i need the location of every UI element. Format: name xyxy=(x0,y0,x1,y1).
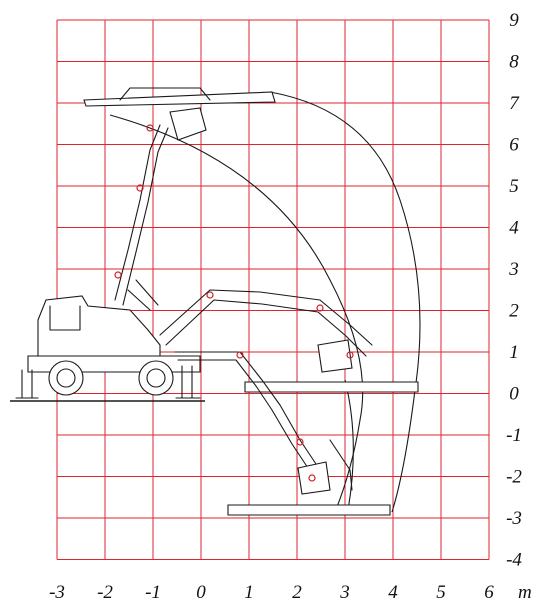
upper-boom-arm-a xyxy=(114,124,161,301)
upper-platform-rail xyxy=(119,87,211,101)
y-tick-label: 1 xyxy=(509,342,519,363)
x-tick-label: 4 xyxy=(388,582,398,603)
outrigger-left xyxy=(15,369,39,399)
x-tick-label: -1 xyxy=(145,582,161,603)
low-boom-a xyxy=(174,351,321,471)
y-tick-label: 0 xyxy=(509,384,519,405)
y-tick-label: 2 xyxy=(509,301,519,322)
x-tick-label: -2 xyxy=(97,582,113,603)
boom-position-middle xyxy=(159,289,419,393)
x-tick-label: 5 xyxy=(436,582,446,603)
x-axis-unit: m xyxy=(518,582,532,603)
mid-boom-bottom xyxy=(165,299,367,357)
reach-arc-inner xyxy=(109,114,364,513)
reach-arc-mid xyxy=(344,379,354,511)
reach-arc-outer xyxy=(269,91,421,513)
y-tick-label: 9 xyxy=(509,10,519,31)
upper-boom-link xyxy=(127,279,159,311)
reach-envelope xyxy=(109,91,421,513)
x-tick-label: -3 xyxy=(49,582,65,603)
cab-body xyxy=(37,295,161,361)
upper-platform xyxy=(83,91,276,107)
y-tick-label: -3 xyxy=(506,508,522,529)
cab-window xyxy=(49,305,81,331)
y-tick-label: 5 xyxy=(509,176,519,197)
hub-rear xyxy=(146,368,166,388)
x-axis-ticks: -3 -2 -1 0 1 2 3 4 5 6 xyxy=(49,582,494,603)
boom-position-lower xyxy=(174,351,391,516)
outrigger-right xyxy=(175,365,201,399)
y-tick-label: 8 xyxy=(509,52,519,73)
x-tick-label: 3 xyxy=(339,582,350,603)
mid-boom-top xyxy=(159,289,373,346)
upper-basket xyxy=(169,107,207,141)
upper-boom-arm-b xyxy=(122,127,169,306)
carrier-vehicle xyxy=(10,295,205,402)
low-boom-tip xyxy=(329,439,353,491)
y-tick-label: 6 xyxy=(509,135,519,156)
wheel-front xyxy=(48,360,84,396)
boom-position-upper xyxy=(83,87,276,311)
y-tick-label: 7 xyxy=(509,93,520,114)
low-basket xyxy=(297,461,331,495)
x-tick-label: 6 xyxy=(484,582,494,603)
y-tick-label: 4 xyxy=(509,218,519,239)
x-tick-label: 2 xyxy=(292,582,302,603)
y-axis-ticks: 9 8 7 6 5 4 3 2 1 0 -1 -2 -3 -4 xyxy=(506,10,522,571)
wheel-rear xyxy=(138,360,174,396)
hub-front xyxy=(56,368,76,388)
y-tick-label: -1 xyxy=(506,425,522,446)
mid-basket xyxy=(317,339,353,373)
x-tick-label: 1 xyxy=(244,582,254,603)
low-platform xyxy=(227,504,391,516)
mid-platform xyxy=(244,381,419,393)
y-tick-label: 3 xyxy=(508,259,519,280)
y-tick-label: -4 xyxy=(506,550,522,571)
grid xyxy=(56,19,490,560)
x-tick-label: 0 xyxy=(196,582,206,603)
y-tick-label: -2 xyxy=(506,467,522,488)
low-boom-b xyxy=(177,359,313,475)
